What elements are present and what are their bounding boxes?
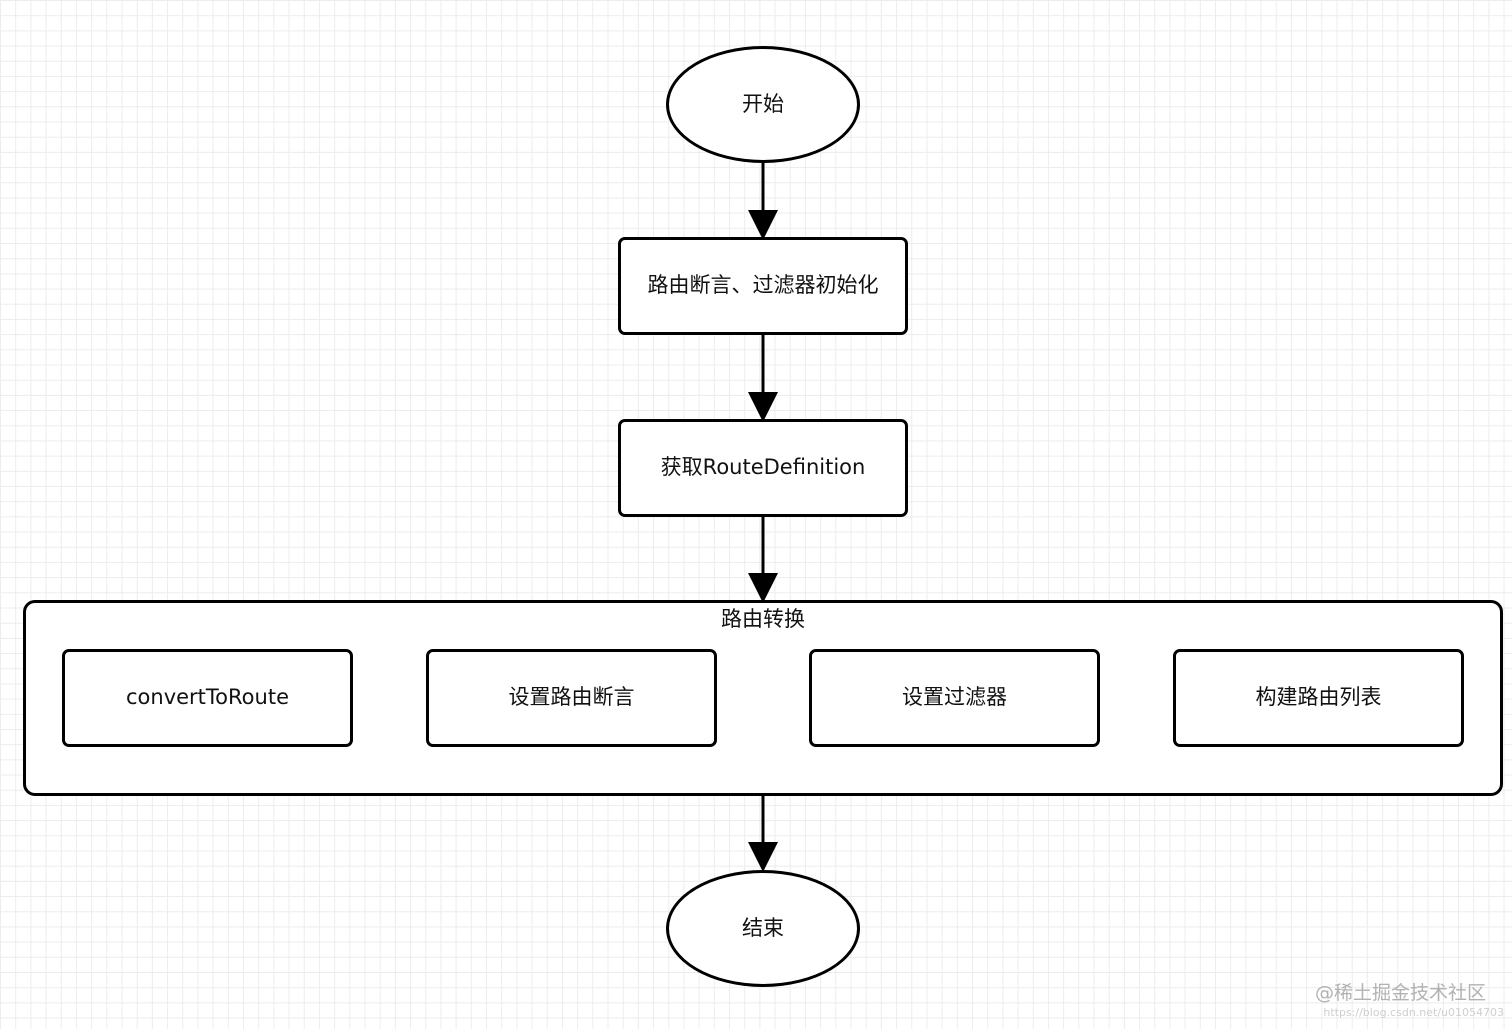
set-filter-node[interactable]: 设置过滤器 — [809, 649, 1100, 747]
set-route-predicate-label: 设置路由断言 — [508, 685, 635, 710]
set-filter-label: 设置过滤器 — [902, 685, 1007, 710]
convert-to-route-node[interactable]: convertToRoute — [62, 649, 353, 747]
init-node[interactable]: 路由断言、过滤器初始化 — [618, 237, 908, 335]
init-label: 路由断言、过滤器初始化 — [647, 273, 879, 298]
get-route-definition-label: 获取RouteDefinition — [660, 455, 866, 480]
end-label: 结束 — [742, 915, 784, 940]
end-node[interactable]: 结束 — [666, 870, 860, 987]
get-route-definition-node[interactable]: 获取RouteDefinition — [618, 419, 908, 517]
build-route-list-label: 构建路由列表 — [1255, 685, 1382, 710]
watermark-text: @稀土掘金技术社区 — [1314, 982, 1486, 1004]
start-node[interactable]: 开始 — [666, 46, 860, 163]
convert-to-route-label: convertToRoute — [126, 685, 289, 710]
route-conversion-title: 路由转换 — [721, 607, 805, 631]
set-route-predicate-node[interactable]: 设置路由断言 — [426, 649, 717, 747]
watermark-url: https://blog.csdn.net/u01054703 — [1323, 1006, 1504, 1019]
build-route-list-node[interactable]: 构建路由列表 — [1173, 649, 1464, 747]
start-label: 开始 — [742, 91, 784, 116]
